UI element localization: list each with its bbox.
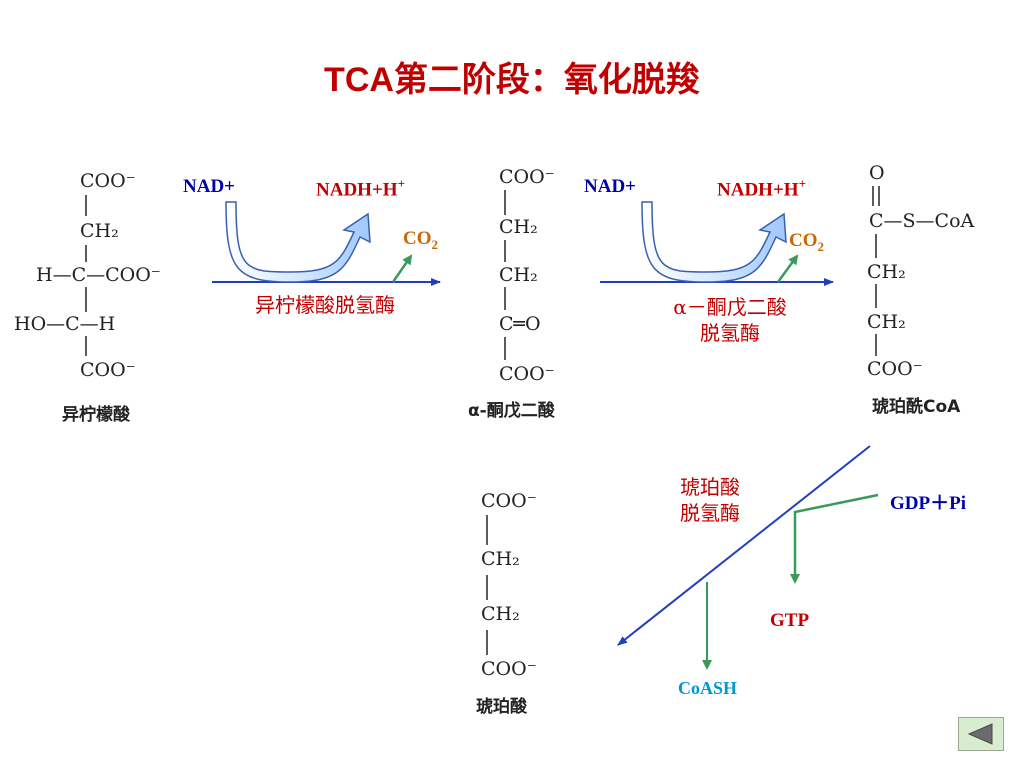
isocitrate-ch2: CH₂ <box>80 220 119 242</box>
reaction1-enzyme: 异柠檬酸脱氢酶 <box>255 293 395 317</box>
succoa-line-0: CH₂ <box>867 261 906 283</box>
previous-slide-button[interactable] <box>958 717 1004 751</box>
reaction3-enzyme-line1: 琥珀酸 <box>680 475 740 499</box>
akg-line-0: COO⁻ <box>499 166 555 188</box>
succinate-line-2: CH₂ <box>481 603 520 625</box>
reaction3-enzyme: 琥珀酸 脱氢酶 <box>655 474 765 526</box>
isocitrate-c-row: H—C—COO⁻ <box>36 264 161 286</box>
reaction1-nad: NAD+ <box>183 176 235 197</box>
title-chinese: 第二阶段：氧化脱羧 <box>393 60 700 100</box>
akg-line-1: CH₂ <box>499 216 538 238</box>
succoa-c-s-coa: C—S—CoA <box>869 210 975 232</box>
reaction2-enzyme-greek: α <box>673 295 687 319</box>
triangle-left-icon <box>967 723 993 745</box>
isocitrate-ho-row: HO—C—H <box>14 313 116 335</box>
reaction2-co2: CO2 <box>789 230 824 255</box>
succoa-bonds <box>872 186 880 356</box>
reaction2-enzyme-line1: α－酮戊二酸 <box>625 294 835 320</box>
page-title: TCA第二阶段：氧化脱羧 <box>0 52 1024 101</box>
akg-name: α-酮戊二酸 <box>468 401 555 421</box>
succinate-name: 琥珀酸 <box>476 697 527 717</box>
reaction2-co2-base: CO <box>789 230 818 251</box>
reaction1-nadh-sup: + <box>397 176 405 191</box>
isocitrate-name: 异柠檬酸 <box>62 405 130 425</box>
reaction1-co2-sub: 2 <box>431 236 439 252</box>
gdp-pi-label: GDP＋Pi <box>890 493 966 514</box>
reaction2-enzyme: α－酮戊二酸 脱氢酶 <box>625 294 835 346</box>
akg-line-2: CH₂ <box>499 264 538 286</box>
title-latin: TCA <box>324 61 394 99</box>
reaction2-enzyme-text1: －酮戊二酸 <box>686 295 787 319</box>
succoa-line-1: CH₂ <box>867 311 906 333</box>
akg-line-4: COO⁻ <box>499 363 555 385</box>
reaction3-arrow <box>617 445 871 646</box>
succinate-line-1: CH₂ <box>481 548 520 570</box>
reaction1-nad-curve <box>225 201 371 283</box>
succoa-name: 琥珀酰CoA <box>872 397 961 417</box>
succoa-line-2: COO⁻ <box>867 358 923 380</box>
succinate-line-3: COO⁻ <box>481 658 537 680</box>
isocitrate-bottom: COO⁻ <box>80 359 136 381</box>
reaction2-nadh-sup: + <box>798 176 806 191</box>
reaction2-nadh-base: NADH+H <box>717 179 799 201</box>
succinate-line-0: COO⁻ <box>481 490 537 512</box>
reaction2-enzyme-line2: 脱氢酶 <box>700 321 760 345</box>
succoa-o: O <box>869 162 885 184</box>
reaction3-enzyme-line2: 脱氢酶 <box>680 501 740 525</box>
reaction1-co2-arrow <box>391 254 413 283</box>
gtp-label: GTP <box>770 610 810 631</box>
reaction2-nad-curve <box>641 201 787 283</box>
reaction1-nadh: NADH+H+ <box>316 176 405 201</box>
reaction2-nad: NAD+ <box>584 176 636 197</box>
reaction1-nadh-base: NADH+H <box>316 179 398 201</box>
reaction2-co2-sub: 2 <box>817 238 825 254</box>
reaction2-co2-arrow <box>776 254 799 283</box>
reaction1-co2-base: CO <box>403 228 432 249</box>
akg-line-3: C═O <box>499 313 541 335</box>
reaction1-co2: CO2 <box>403 228 438 253</box>
isocitrate-top: COO⁻ <box>80 170 136 192</box>
gdp-gtp-arrow <box>790 493 879 584</box>
coash-label: CoASH <box>678 678 738 698</box>
reaction2-nadh: NADH+H+ <box>717 176 806 201</box>
